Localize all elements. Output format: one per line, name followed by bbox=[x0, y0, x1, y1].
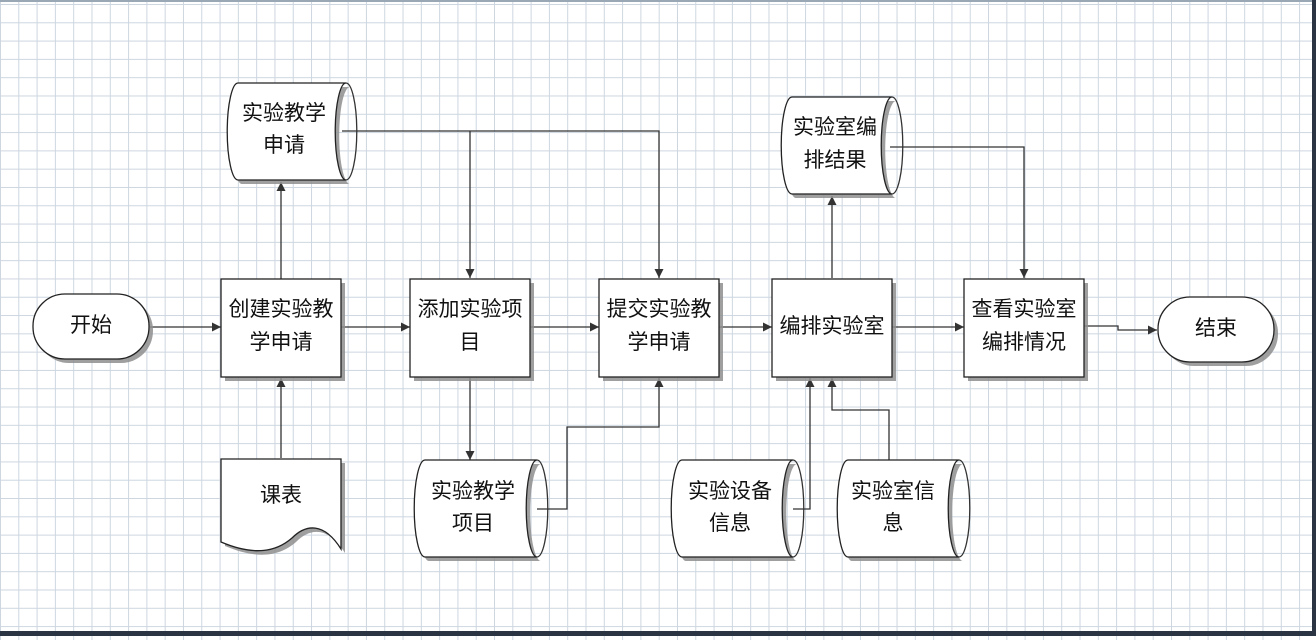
node-store-lab-info: 实验室信 息 bbox=[836, 459, 971, 561]
node-arrange-lab: 编排实验室 bbox=[771, 278, 896, 381]
node-store-equipment-line-2: 信息 bbox=[709, 511, 751, 535]
node-start: 开始 bbox=[32, 293, 153, 363]
edge-request-store-to-submit bbox=[342, 130, 664, 278]
edge-view-to-end bbox=[1084, 325, 1157, 335]
node-store-projects: 实验教学 项目 bbox=[413, 459, 549, 561]
node-submit-request: 提交实验教 学申请 bbox=[598, 278, 723, 381]
node-create-request: 创建实验教 学申请 bbox=[220, 278, 345, 381]
node-view-arrangement-line-2: 编排情况 bbox=[982, 330, 1066, 354]
node-create-request-line-1: 创建实验教 bbox=[229, 297, 334, 321]
node-view-arrangement: 查看实验室 编排情况 bbox=[963, 278, 1088, 381]
node-store-projects-line-2: 项目 bbox=[452, 511, 494, 535]
node-store-request-line-1: 实验教学 bbox=[242, 101, 326, 125]
node-store-lab-info-line-2: 息 bbox=[883, 511, 904, 535]
node-store-equipment: 实验设备 信息 bbox=[670, 459, 805, 561]
node-store-equipment-line-1: 实验设备 bbox=[688, 479, 772, 503]
edge-projects-store-to-submit bbox=[537, 378, 664, 510]
node-end-label: 结束 bbox=[1195, 316, 1237, 340]
edge-result-store-to-view bbox=[890, 146, 1029, 278]
node-start-label: 开始 bbox=[70, 313, 112, 337]
node-submit-request-line-1: 提交实验教 bbox=[607, 297, 712, 321]
edge-lab-info-store-to-arrange bbox=[827, 378, 890, 460]
frame-top-border bbox=[0, 0, 1316, 2]
frame-right-border bbox=[1312, 0, 1316, 636]
node-add-project-line-2: 目 bbox=[460, 330, 481, 354]
node-store-projects-line-1: 实验教学 bbox=[431, 479, 515, 503]
node-view-arrangement-line-1: 查看实验室 bbox=[972, 297, 1077, 321]
node-schedule-label: 课表 bbox=[260, 483, 302, 507]
node-arrange-lab-label: 编排实验室 bbox=[780, 314, 885, 338]
node-create-request-line-2: 学申请 bbox=[250, 330, 313, 354]
node-store-lab-info-line-1: 实验室信 bbox=[851, 479, 935, 503]
frame-bottom-border bbox=[0, 631, 1316, 636]
node-end: 结束 bbox=[1157, 296, 1278, 366]
node-store-request: 实验教学 申请 bbox=[226, 82, 358, 184]
node-submit-request-line-2: 学申请 bbox=[628, 330, 691, 354]
node-store-arrange-result-line-2: 排结果 bbox=[804, 148, 867, 172]
node-store-request-line-2: 申请 bbox=[263, 133, 305, 157]
edges bbox=[150, 130, 1157, 510]
node-add-project-line-1: 添加实验项 bbox=[418, 297, 523, 321]
node-store-arrange-result-line-1: 实验室编 bbox=[793, 115, 877, 139]
node-add-project: 添加实验项 目 bbox=[409, 278, 534, 381]
node-schedule: 课表 bbox=[220, 458, 345, 555]
edge-equipment-store-to-arrange bbox=[793, 378, 815, 510]
node-store-arrange-result: 实验室编 排结果 bbox=[780, 96, 904, 198]
